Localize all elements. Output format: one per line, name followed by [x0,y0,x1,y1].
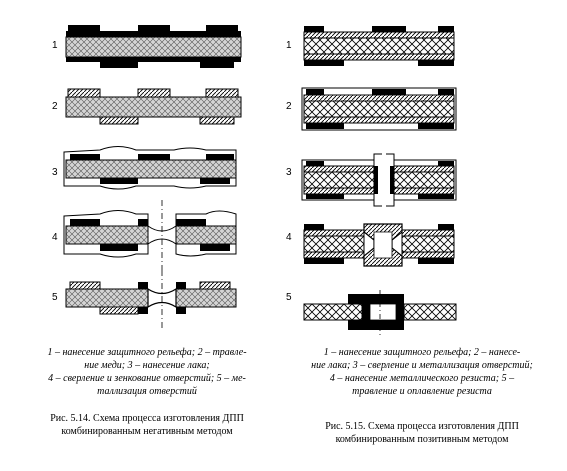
caption-line: Рис. 5.14. Схема процесса изготовления Д… [50,413,244,424]
left-step-3-layer [63,146,237,190]
right-step-2-layer [301,87,457,131]
left-step-number: 4 [52,232,58,243]
right-step-5-layer [303,290,457,336]
left-step-2-layer [65,88,242,125]
left-legend: 1 – нанесение защитного рельефа; 2 – тра… [14,346,280,398]
right-step-4-layer [303,223,455,267]
right-step-number: 3 [286,167,292,178]
right-step-1-layer [303,26,455,66]
right-step-number: 5 [286,292,292,303]
right-step-number: 2 [286,101,292,112]
right-step-3-layer [301,153,457,207]
legend-line: таллизация отверстий [97,386,197,397]
left-step-number: 2 [52,101,58,112]
right-figure-caption: Рис. 5.15. Схема процесса изготовления Д… [286,420,558,446]
right-legend: 1 – нанесение защитного рельефа; 2 – нан… [286,346,558,398]
process-diagram: 1 2 3 4 5 [52,25,457,336]
left-step-5-layer [65,270,237,330]
legend-line: ние меди; 3 – нанесение лака; [84,360,210,371]
caption-line: комбинированным негативным методом [61,426,233,437]
right-step-number: 4 [286,232,292,243]
left-step-number: 5 [52,292,58,303]
legend-line: 1 – нанесение защитного рельефа; 2 – нан… [323,347,521,358]
legend-line: 4 – нанесение металлического резиста; 5 … [329,373,515,384]
left-step-1-layer [65,25,242,68]
legend-line: ние лака; 3 – сверление и металлизация о… [311,360,533,371]
caption-line: Рис. 5.15. Схема процесса изготовления Д… [325,421,519,432]
legend-line: 4 – сверление и зенкование отверстий; 5 … [48,373,246,384]
left-step-4-layer [63,200,237,270]
left-step-number: 1 [52,40,58,51]
legend-line: травление и оплавление резиста [352,386,492,397]
legend-line: 1 – нанесение защитного рельефа; 2 – тра… [47,347,247,358]
caption-line: комбинированным позитивным методом [335,434,509,445]
left-step-number: 3 [52,167,58,178]
left-figure-caption: Рис. 5.14. Схема процесса изготовления Д… [14,412,280,438]
right-step-number: 1 [286,40,292,51]
